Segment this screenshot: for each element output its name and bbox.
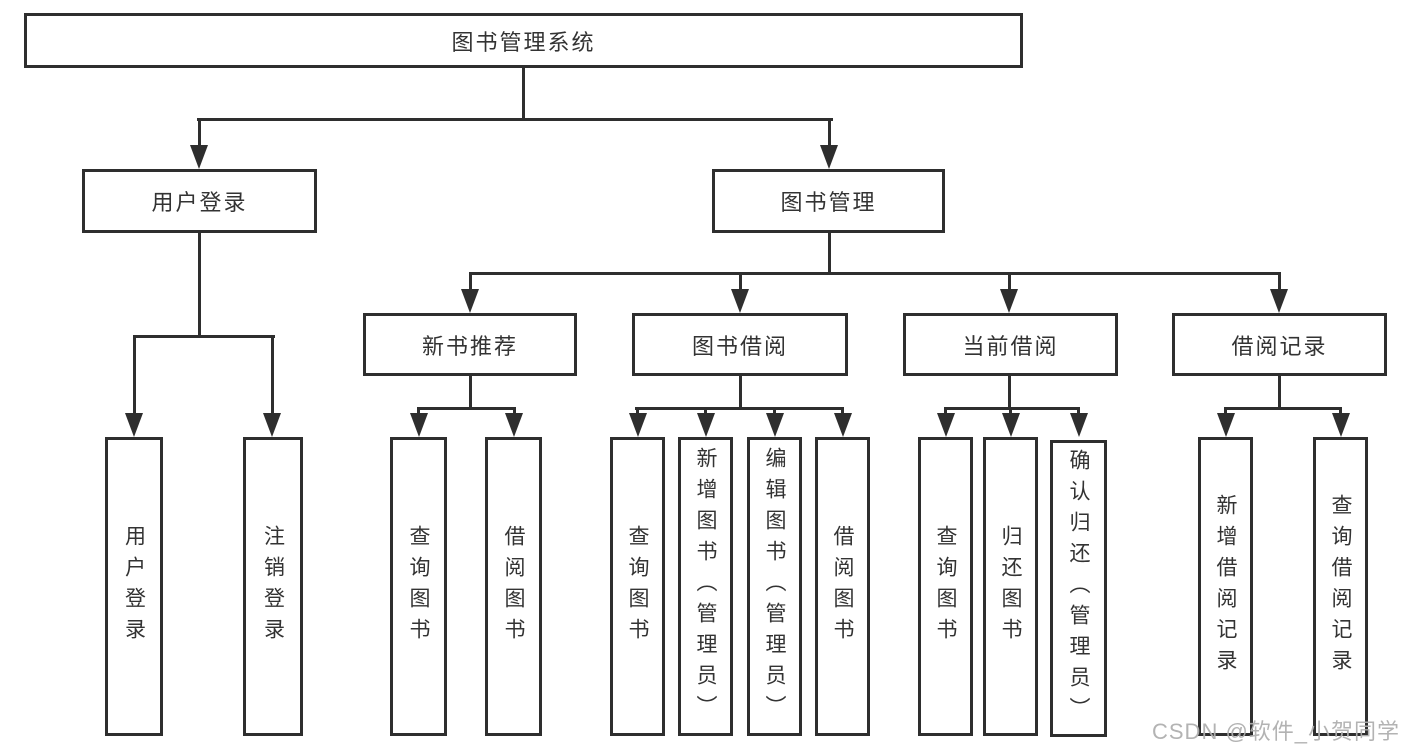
connector-line [198, 233, 201, 338]
connector-line [704, 407, 707, 417]
connector-line [417, 407, 420, 417]
connector-line [522, 68, 525, 118]
arrowhead-icon [937, 413, 955, 437]
connector-line [469, 272, 472, 294]
node-edit-book-admin: 编辑图书（管理员） [747, 437, 802, 736]
arrowhead-icon [1002, 413, 1020, 437]
node-user-login: 用户登录 [82, 169, 317, 233]
node-label: 查询借阅记录 [1329, 493, 1352, 680]
arrowhead-icon [1070, 413, 1088, 437]
connector-line [739, 272, 742, 294]
connector-line [828, 233, 831, 274]
connector-line [513, 407, 516, 417]
node-add-borrow-record: 新增借阅记录 [1198, 437, 1253, 736]
node-label: 查询图书 [934, 524, 957, 649]
node-add-book-admin: 新增图书（管理员） [678, 437, 733, 736]
connector-line [739, 376, 742, 409]
connector-line [1224, 407, 1227, 417]
arrowhead-icon [1270, 289, 1288, 313]
node-label: 注销登录 [261, 524, 285, 649]
node-query-books-newbook: 查询图书 [390, 437, 447, 736]
connector-line [1339, 407, 1342, 417]
arrowhead-icon [1000, 289, 1018, 313]
arrowhead-icon [505, 413, 523, 437]
connector-line [1278, 376, 1281, 409]
node-label: 归还图书 [999, 524, 1022, 649]
node-current-borrowing: 当前借阅 [903, 313, 1118, 376]
connector-line [1077, 407, 1080, 417]
connector-line [197, 118, 833, 121]
node-label: 新增图书（管理员） [694, 447, 717, 726]
connector-line [133, 335, 275, 338]
node-query-books-borrowing: 查询图书 [610, 437, 665, 736]
node-query-borrow-record: 查询借阅记录 [1313, 437, 1368, 736]
node-label: 用户登录 [122, 524, 146, 649]
connector-line [635, 407, 844, 410]
node-confirm-return-admin: 确认归还（管理员） [1050, 440, 1107, 737]
connector-line [1008, 272, 1011, 294]
connector-line [944, 407, 1080, 410]
node-user-login-leaf: 用户登录 [105, 437, 163, 736]
node-borrow-books-newbook: 借阅图书 [485, 437, 542, 736]
arrowhead-icon [263, 413, 281, 437]
node-label: 查询图书 [407, 524, 430, 649]
node-label: 新增借阅记录 [1214, 493, 1237, 680]
connector-line [198, 118, 201, 148]
connector-line [828, 118, 831, 148]
node-book-borrowing: 图书借阅 [632, 313, 848, 376]
node-new-book-recommend: 新书推荐 [363, 313, 577, 376]
arrowhead-icon [125, 413, 143, 437]
connector-line [133, 335, 136, 417]
node-label: 确认归还（管理员） [1067, 449, 1090, 728]
connector-line [944, 407, 947, 417]
connector-line [841, 407, 844, 417]
node-label: 编辑图书（管理员） [763, 447, 786, 726]
arrowhead-icon [461, 289, 479, 313]
node-logout-leaf: 注销登录 [243, 437, 303, 736]
connector-line [1008, 376, 1011, 409]
arrowhead-icon [1217, 413, 1235, 437]
node-borrow-books-borrowing: 借阅图书 [815, 437, 870, 736]
arrowhead-icon [697, 413, 715, 437]
node-query-books-current: 查询图书 [918, 437, 973, 736]
node-borrow-records: 借阅记录 [1172, 313, 1387, 376]
node-label: 借阅图书 [831, 524, 854, 649]
node-return-books: 归还图书 [983, 437, 1038, 736]
arrowhead-icon [1332, 413, 1350, 437]
connector-line [417, 407, 516, 410]
node-label: 查询图书 [626, 524, 649, 649]
arrowhead-icon [629, 413, 647, 437]
connector-line [773, 407, 776, 417]
connector-line [271, 335, 274, 417]
arrowhead-icon [834, 413, 852, 437]
arrowhead-icon [820, 145, 838, 169]
node-library-system-root: 图书管理系统 [24, 13, 1023, 68]
connector-line [1009, 407, 1012, 417]
arrowhead-icon [766, 413, 784, 437]
connector-line [469, 376, 472, 409]
arrowhead-icon [410, 413, 428, 437]
node-label: 借阅图书 [502, 524, 525, 649]
connector-line [1224, 407, 1342, 410]
arrowhead-icon [731, 289, 749, 313]
node-book-management: 图书管理 [712, 169, 945, 233]
connector-line [636, 407, 639, 417]
arrowhead-icon [190, 145, 208, 169]
connector-line [1278, 272, 1281, 294]
csdn-watermark: CSDN @软件_小贺同学 [1152, 719, 1401, 744]
connector-line [469, 272, 1281, 275]
